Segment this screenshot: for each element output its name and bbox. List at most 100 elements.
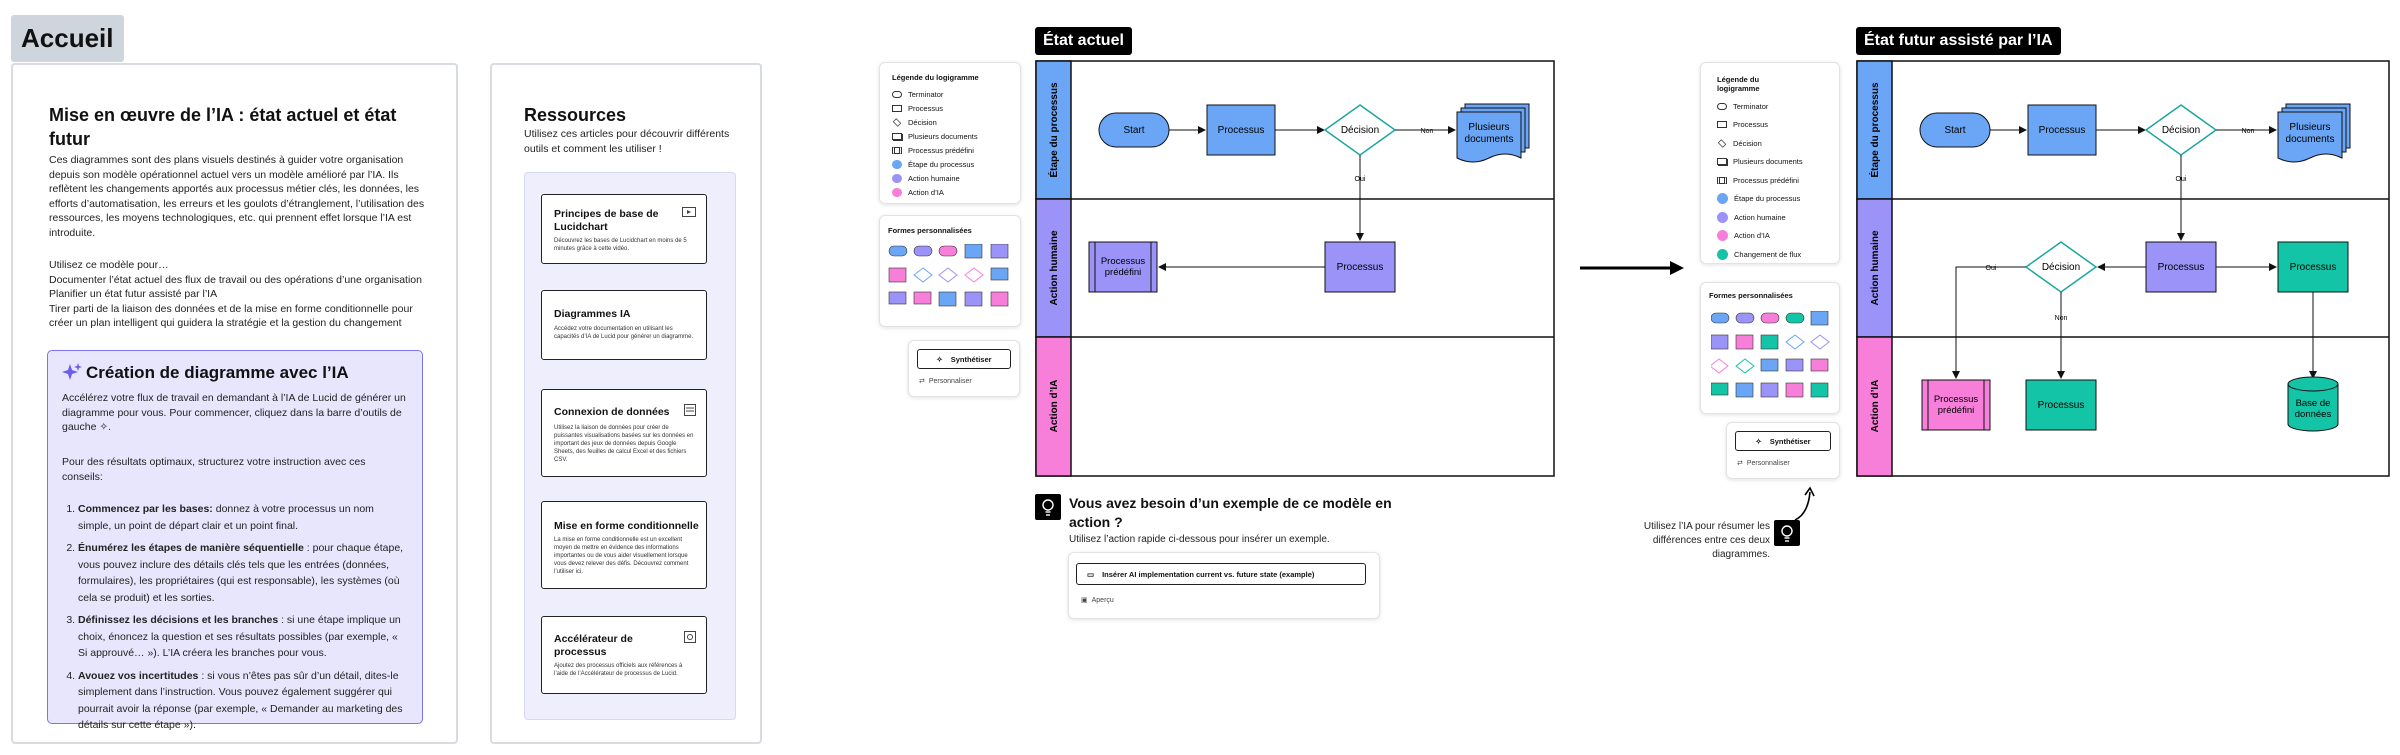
custom-shapes-grid[interactable] [888,244,1012,316]
legend-current-items: Terminator Processus Décision Plusieurs … [892,87,978,199]
lane-label: Action humaine [1049,230,1060,305]
custom-shapes-future: Formes personnalisées [1700,282,1840,414]
custom-shapes-grid-future[interactable] [1711,311,1831,403]
legend-item: Processus [1717,116,1803,135]
customize-link-current[interactable]: ⇄Personnaliser [919,377,972,386]
resource-card-data-connection[interactable]: Connexion de données Utilisez la liaison… [541,389,707,477]
synth-panel-future: ✧Synthétiser ⇄Personnaliser [1726,422,1840,479]
callout-title: Création de diagramme avec l’IA [86,363,349,382]
legend-item: Action d’IA [1717,227,1803,246]
legend-item: Étape du processus [1717,190,1803,209]
legend-item: Terminator [892,87,978,101]
insert-example-button[interactable]: ▭Insérer AI implementation current vs. f… [1076,563,1366,585]
step-item: Avouez vos incertitudes : si vous n’êtes… [78,668,407,734]
legend-item: Action d’IA [892,185,978,199]
ressources-panel: Ressources Utilisez ces articles pour dé… [490,63,762,744]
sparkle-icon [62,363,82,380]
process-box: Processus [1337,262,1384,273]
legend-item: Décision [892,115,978,129]
legend-item: Terminator [1717,97,1803,116]
step-item: Commencez par les bases: donnez à votre … [78,501,407,534]
custom-shapes-current: Formes personnalisées [879,215,1021,327]
ressources-subtitle: Utilisez ces articles pour découvrir dif… [524,128,730,155]
preview-link[interactable]: ▣Aperçu [1081,596,1114,605]
current-state-tag: État actuel [1035,27,1132,55]
curved-arrow-icon [1794,486,1815,521]
customize-link-future[interactable]: ⇄Personnaliser [1737,459,1790,468]
resource-card-ai-diagrams[interactable]: Diagrammes IA Accédez votre documentatio… [541,290,707,360]
lane-label: Étape du processus [1868,82,1881,177]
legend-future: Légende du logigramme Terminator Process… [1700,62,1840,264]
example-title: Vous avez besoin d’un exemple de ce modè… [1069,495,1392,530]
legend-future-items: Terminator Processus Décision Plusieurs … [1717,97,1803,264]
process-icon [684,631,696,643]
synthesize-button-future[interactable]: ✧Synthétiser [1735,431,1831,451]
multi-docs-line1: Plusieurs [1468,122,1509,133]
decision-diamond: Décision [1341,125,1379,136]
legend-item: Processus prédéfini [1717,171,1803,190]
start-terminator: Start [1123,125,1144,136]
callout-steps: Commencez par les bases: donnez à votre … [62,501,407,740]
ressources-cards-container: Principes de base de Lucidchart Découvre… [524,172,736,720]
transition-arrow [1580,261,1684,275]
future-state-tag: État futur assisté par l’IA [1856,27,2061,55]
legend-item: Action humaine [1717,208,1803,227]
edge-label: Oui [1986,265,1997,272]
accueil-intro: Ces diagrammes sont des plans visuels de… [49,154,425,239]
accueil-use-list: Utilisez ce modèle pour… Documenter l’ét… [49,258,434,331]
preview-icon: ▣ [1081,597,1088,604]
legend-current: Légende du logigramme Terminator Process… [879,62,1021,204]
decision-diamond: Décision [2162,125,2200,136]
lightbulb-icon [1774,520,1800,551]
document-icon: ▭ [1087,569,1095,579]
use-line-3: Tirer parti de la liaison des données et… [49,302,413,330]
legend-item: Processus [892,101,978,115]
edge-label: Oui [1355,176,1366,183]
multi-docs-line2: documents [1465,134,1514,145]
edge-label: Non [2242,128,2255,135]
lane-label: Action humaine [1870,230,1881,305]
edge-label: Non [1421,128,1434,135]
video-icon [682,207,696,217]
db-line1: Base de [2296,398,2331,409]
step-item: Énumérez les étapes de manière séquentie… [78,540,407,606]
predef-line1: Processus [1101,256,1146,267]
process-box: Processus [1218,125,1265,136]
sparkle-icon: ✧ [936,354,943,364]
process-box: Processus [2290,262,2337,273]
edge-label: Non [2055,315,2068,322]
predef-line1: Processus [1934,394,1979,405]
process-box: Processus [2039,125,2086,136]
lightbulb-icon [1035,494,1061,525]
resource-card-conditional-formatting[interactable]: Mise en forme conditionnelle La mise en … [541,501,707,589]
summary-hint: Utilisez l’IA pour résumer les différenc… [1643,521,1770,560]
ressources-title: Ressources [524,105,627,125]
callout-text: Accélérez votre flux de travail en deman… [62,392,406,433]
process-box: Processus [2038,400,2085,411]
legend-item: Plusieurs documents [1717,153,1803,172]
predef-line2: prédéfini [1105,267,1141,278]
callout-header: Création de diagramme avec l’IA [62,363,349,383]
edge-label: Oui [2176,176,2187,183]
multi-docs-line2: documents [2286,134,2335,145]
lane-label: Action d’IA [1870,380,1881,433]
use-line-0: Utilisez ce modèle pour… [49,259,169,271]
synthesize-button-current[interactable]: ✧Synthétiser [917,349,1011,369]
database-link-icon [684,404,696,416]
start-terminator: Start [1944,125,1965,136]
legend-item: Processus prédéfini [892,143,978,157]
example-subtitle: Utilisez l’action rapide ci-dessous pour… [1069,534,1330,545]
legend-item: Action humaine [892,171,978,185]
ai-callout: Création de diagramme avec l’IA Accélére… [47,350,423,731]
settings-icon: ⇄ [1737,460,1743,467]
legend-item: Décision [1717,134,1803,153]
synth-panel-current: ✧Synthétiser ⇄Personnaliser [908,340,1020,397]
legend-item: Étape du processus [892,157,978,171]
db-line2: données [2295,409,2332,420]
use-line-1: Documenter l’état actuel des flux de tra… [49,273,422,286]
resource-card-basics[interactable]: Principes de base de Lucidchart Découvre… [541,194,707,264]
step-item: Définissez les décisions et les branches… [78,612,407,662]
resource-card-process-accelerator[interactable]: Accélérateur de processus Ajoutez des pr… [541,616,707,694]
accueil-title: Mise en œuvre de l’IA : état actuel et é… [49,105,397,149]
decision-diamond: Décision [2042,262,2080,273]
